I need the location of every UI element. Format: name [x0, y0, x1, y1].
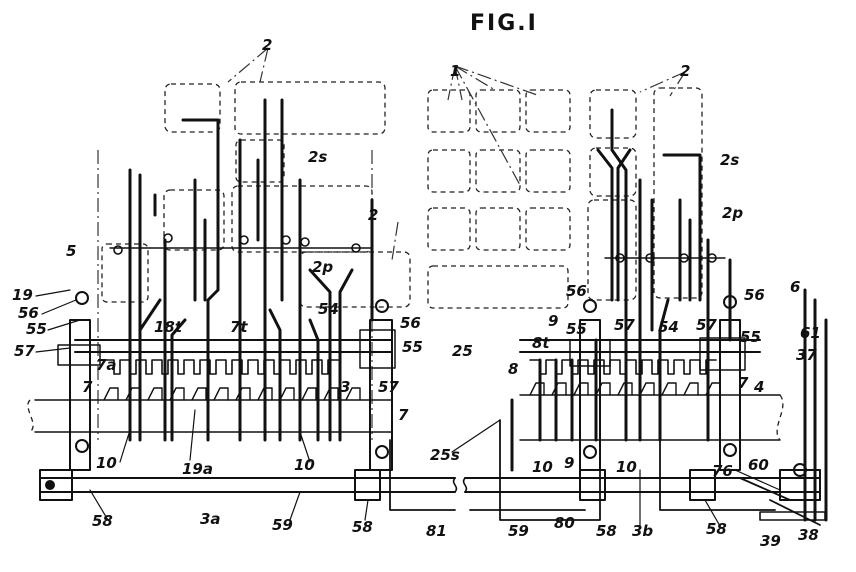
label-81: 81 — [426, 522, 447, 540]
label-2p-right: 2p — [722, 204, 743, 222]
reference-labels: 2 1 2 2s 2s 2 2p 2p 5 19 56 55 57 7a 7 1… — [12, 36, 821, 550]
label-2-left-2: 2 — [368, 206, 378, 224]
left-pivots — [75, 233, 389, 459]
label-3b: 3b — [632, 522, 653, 540]
label-7-r: 7 — [738, 374, 749, 392]
label-3: 3 — [340, 378, 350, 396]
label-7-left: 7 — [82, 378, 93, 396]
label-37: 37 — [796, 346, 817, 364]
figure-title: FIG.I — [470, 11, 538, 36]
label-39: 39 — [760, 532, 781, 550]
bottom-shaft — [39, 419, 826, 526]
label-10-mid: 10 — [294, 456, 315, 474]
label-56-r1: 56 — [566, 282, 587, 300]
label-10-left: 10 — [96, 454, 117, 472]
label-2s-left: 2s — [308, 148, 327, 166]
label-7a: 7a — [96, 356, 117, 374]
label-61: 61 — [800, 324, 821, 342]
label-58-d: 58 — [706, 520, 727, 538]
label-59-a: 59 — [272, 516, 293, 534]
label-8t: 8t — [532, 334, 550, 352]
label-57-left: 57 — [14, 342, 35, 360]
label-25s: 25s — [430, 446, 460, 464]
label-9-top: 9 — [548, 312, 558, 330]
label-3a: 3a — [200, 510, 221, 528]
label-58-c: 58 — [596, 522, 617, 540]
label-38: 38 — [798, 526, 819, 544]
label-57-mid: 57 — [378, 378, 399, 396]
label-76: 76 — [712, 462, 733, 480]
label-2-right-1: 2 — [680, 62, 690, 80]
right-key-levers — [510, 108, 828, 522]
label-6: 6 — [790, 278, 800, 296]
label-8: 8 — [508, 360, 518, 378]
label-54-left: 54 — [318, 300, 339, 318]
label-57-r2: 57 — [696, 316, 717, 334]
label-55-r2: 55 — [740, 328, 761, 346]
right-pivots — [583, 253, 807, 477]
label-56-left: 56 — [18, 304, 39, 322]
label-58-a: 58 — [92, 512, 113, 530]
label-19: 19 — [12, 286, 33, 304]
label-2s-right: 2s — [720, 151, 739, 169]
label-55-r: 55 — [566, 320, 587, 338]
label-4: 4 — [753, 378, 764, 396]
label-9-bot: 9 — [564, 454, 574, 472]
right-comb-teeth — [529, 359, 721, 396]
label-10-r2: 10 — [616, 458, 637, 476]
label-19a: 19a — [182, 460, 213, 478]
label-59-b: 59 — [508, 522, 529, 540]
label-2p-left: 2p — [312, 258, 333, 276]
label-57-r1: 57 — [614, 316, 635, 334]
label-80: 80 — [554, 514, 575, 532]
label-25: 25 — [452, 342, 473, 360]
label-2-left-1: 2 — [262, 36, 272, 54]
label-10-r1: 10 — [532, 458, 553, 476]
label-58-b: 58 — [352, 518, 373, 536]
label-5: 5 — [66, 242, 76, 260]
label-56-mid: 56 — [400, 314, 421, 332]
left-key-levers — [128, 98, 374, 442]
label-1: 1 — [450, 62, 460, 80]
label-leaders — [35, 289, 781, 529]
label-54-r: 54 — [658, 318, 679, 336]
label-7t: 7t — [230, 318, 248, 336]
label-56-r2: 56 — [744, 286, 765, 304]
label-55-left: 55 — [26, 320, 47, 338]
label-7-mid: 7 — [398, 406, 409, 424]
label-55-mid: 55 — [402, 338, 423, 356]
label-60: 60 — [748, 456, 769, 474]
left-comb-teeth — [103, 359, 361, 401]
label-18t: 18t — [154, 318, 183, 336]
